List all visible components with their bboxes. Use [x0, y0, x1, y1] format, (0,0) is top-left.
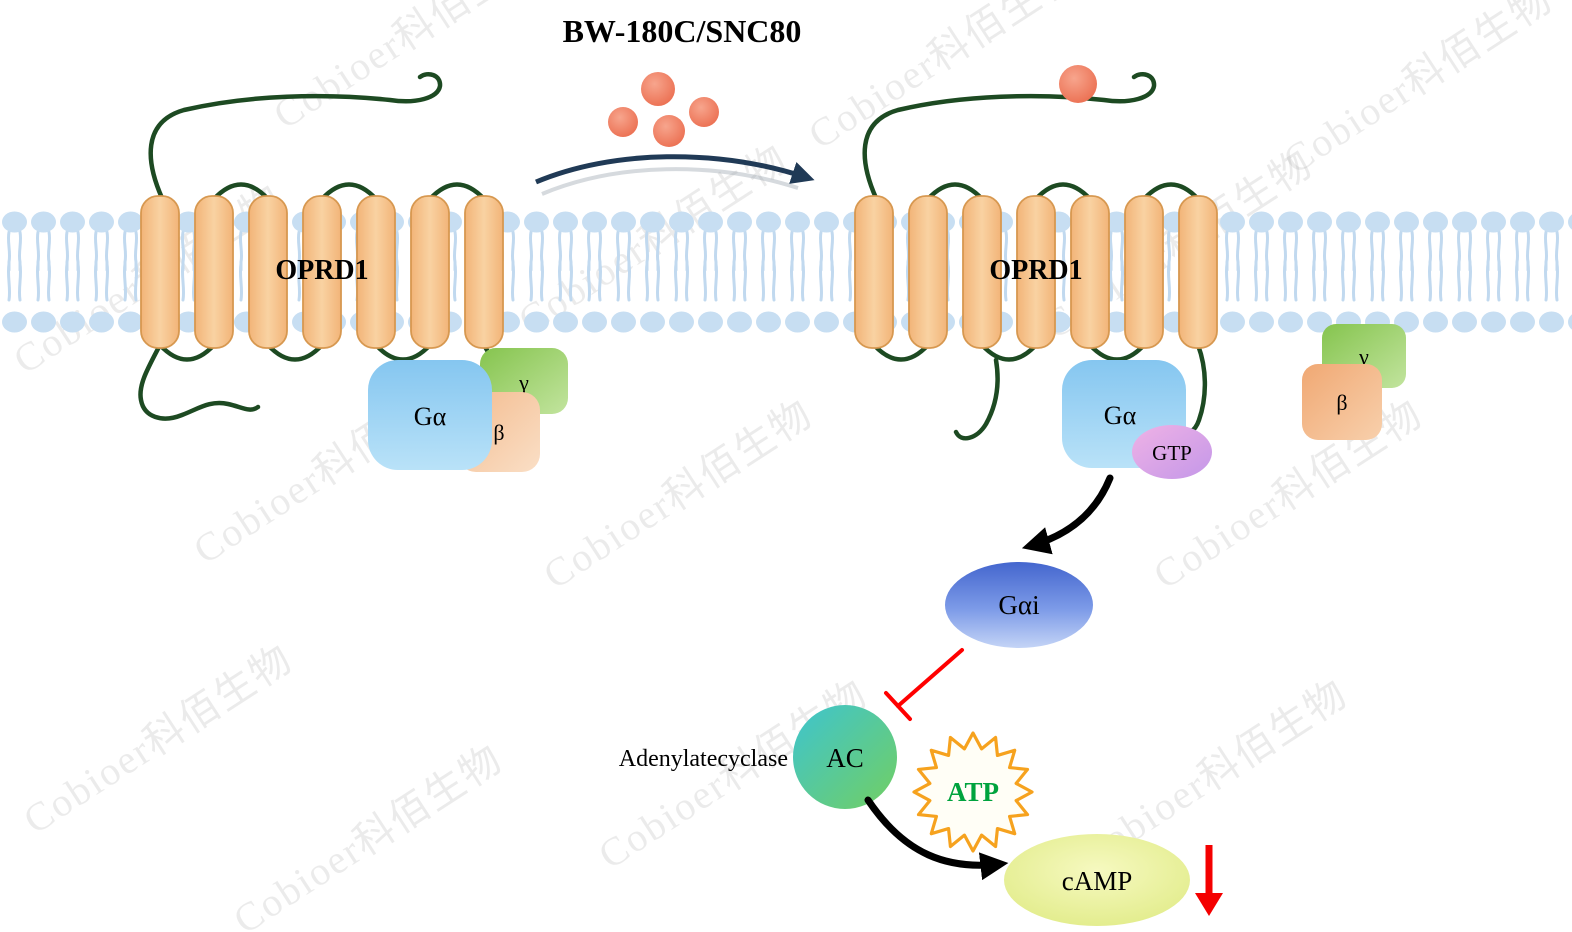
- extracellular-loop: [1033, 182, 1093, 202]
- tm-helix: [410, 195, 450, 349]
- intracellular-loop: [373, 342, 433, 362]
- tm-helix: [1178, 195, 1218, 349]
- bound-ligand: [1059, 65, 1097, 103]
- right-g-protein: Gα GTP: [1062, 360, 1212, 479]
- receptor-loops: [862, 72, 1208, 441]
- left-g-protein: γ β Gα: [368, 348, 568, 472]
- watermark-text: Cobioer科佰生物: [1145, 390, 1430, 597]
- tm-helix: [464, 195, 504, 349]
- ligand-molecule: [653, 115, 685, 147]
- ligand-molecule: [608, 107, 638, 137]
- right-receptor: OPRD1: [854, 65, 1218, 441]
- gai-label: Gαi: [998, 590, 1039, 620]
- watermark-text: Cobioer科佰生物: [225, 735, 510, 932]
- intracellular-loop: [157, 342, 217, 362]
- intracellular-tail: [138, 342, 261, 421]
- extracellular-loop: [427, 182, 487, 202]
- extracellular-loop: [319, 182, 379, 202]
- ac-circle: [793, 705, 897, 809]
- extracellular-loop: [211, 182, 271, 202]
- activation-arrow-shadow: [541, 167, 799, 196]
- ligand-molecule: [641, 72, 675, 106]
- atp-label: ATP: [947, 777, 999, 807]
- ligand-cluster: [608, 72, 719, 147]
- watermark-text: Cobioer科佰生物: [800, 0, 1085, 158]
- intracellular-loop: [979, 342, 1039, 362]
- tm-helix: [140, 195, 180, 349]
- plasma-membrane: [0, 210, 1572, 333]
- gai-ellipse: [945, 562, 1093, 648]
- intracellular-loop: [871, 342, 931, 362]
- gamma-label: γ: [1358, 344, 1369, 369]
- ac-node: AC Adenylatecyclase: [619, 705, 897, 809]
- beta-label: β: [493, 420, 504, 445]
- figure-title: BW-180C/SNC80: [563, 13, 802, 49]
- camp-label: cAMP: [1062, 866, 1133, 896]
- gtp-molecule: [1132, 425, 1212, 479]
- ac-to-camp-arrow: [864, 796, 1009, 881]
- beta-subunit: [1302, 364, 1382, 440]
- tm-helix: [1124, 195, 1164, 349]
- n-terminus-loop: [862, 72, 1157, 201]
- tm-helix: [854, 195, 894, 349]
- decrease-arrow: [1195, 845, 1223, 916]
- g-alpha-label: Gα: [1104, 401, 1137, 430]
- receptor-label: OPRD1: [275, 255, 368, 286]
- intracellular-tail: [953, 357, 1000, 441]
- decrease-arrow-head: [1195, 893, 1223, 916]
- watermark-text: Cobioer科佰生物: [265, 0, 550, 138]
- gai-node: Gαi: [945, 562, 1093, 648]
- watermark-text: Cobioer科佰生物: [15, 635, 300, 842]
- watermark-text: Cobioer科佰生物: [535, 390, 820, 597]
- g-alpha-subunit: [368, 360, 492, 470]
- atp-burst: ATP: [912, 731, 1034, 853]
- extracellular-loop: [925, 182, 985, 202]
- membrane-bottom-leaflet: [0, 262, 1572, 333]
- g-alpha-label: Gα: [414, 402, 447, 431]
- inhibition-bar: [884, 691, 912, 721]
- inhibition-shaft: [896, 648, 964, 708]
- tm-helix: [908, 195, 948, 349]
- camp-ellipse: [1004, 834, 1190, 926]
- atp-star-shape: [912, 731, 1034, 853]
- camp-node: cAMP: [1004, 834, 1190, 926]
- gtp-label: GTP: [1152, 441, 1192, 465]
- intracellular-loop: [265, 342, 325, 362]
- watermark-layer: Cobioer科佰生物 Cobioer科佰生物 Cobioer科佰生物 Cobi…: [5, 0, 1560, 932]
- ligand-molecule: [689, 97, 719, 127]
- extracellular-loop: [1141, 182, 1201, 202]
- gamma-label: γ: [518, 370, 529, 395]
- tm-helix: [194, 195, 234, 349]
- galpha-to-gai-arrow: [1021, 474, 1114, 555]
- intracellular-loop: [1087, 342, 1147, 362]
- activation-arrow: [535, 154, 815, 185]
- inhibition-line: [884, 648, 964, 721]
- beta-label: β: [1336, 390, 1347, 415]
- ac-label: AC: [826, 743, 864, 773]
- receptor-label: OPRD1: [989, 255, 1082, 286]
- ac-full-label: Adenylatecyclase: [619, 746, 788, 772]
- watermark-text: Cobioer科佰生物: [1275, 0, 1560, 183]
- released-beta-gamma: γ β: [1302, 324, 1406, 440]
- n-terminus-loop: [148, 72, 443, 201]
